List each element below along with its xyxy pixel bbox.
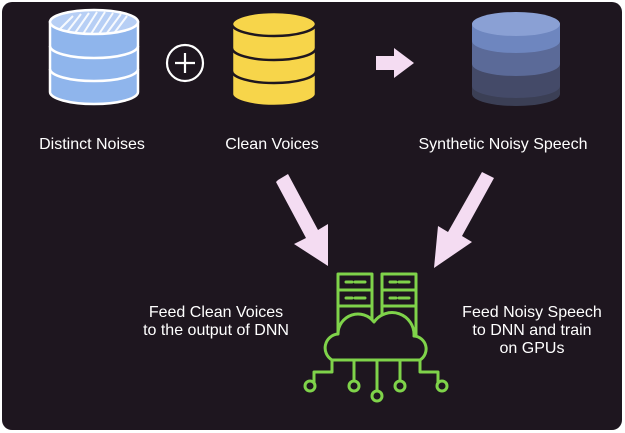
synthetic-speech-label: Synthetic Noisy Speech [418, 136, 588, 153]
clean-voices-database-icon [230, 10, 318, 108]
arrow-right-icon [376, 48, 414, 78]
plus-circle-icon [165, 43, 205, 83]
arrow-down-right-icon [276, 174, 328, 266]
noises-database-icon [48, 8, 140, 106]
feed-clean-label-line1: Feed Clean Voices [148, 304, 284, 321]
feed-noisy-label-line2: to DNN and train [472, 322, 592, 339]
distinct-noises-label: Distinct Noises [39, 136, 145, 153]
arrow-down-left-icon [434, 172, 494, 268]
synthetic-speech-database-icon [472, 12, 560, 106]
clean-voices-label: Clean Voices [225, 136, 319, 153]
feed-noisy-label-line1: Feed Noisy Speech [462, 304, 602, 321]
feed-clean-label-line2: to the output of DNN [143, 322, 289, 339]
cloud-server-icon [303, 272, 449, 403]
feed-noisy-label-line3: on GPUs [499, 340, 565, 357]
